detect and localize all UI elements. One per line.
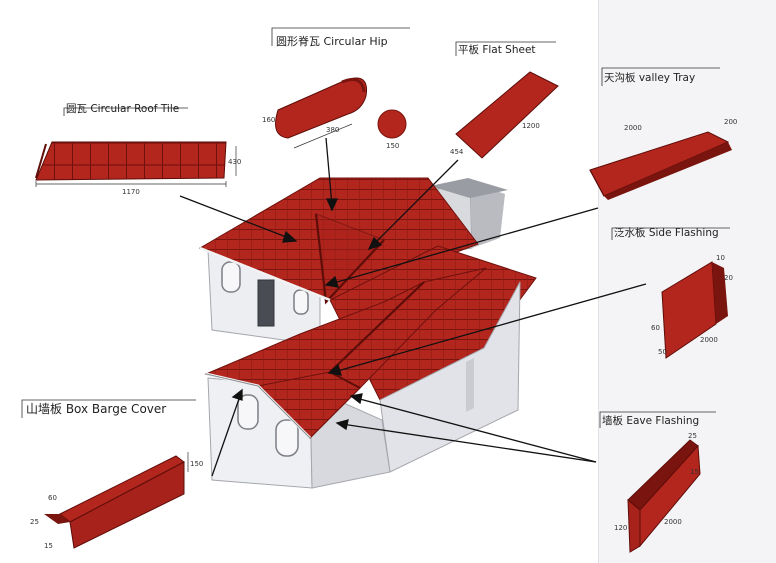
component-valley-tray: 天沟板 valley Tray 2000 200 — [589, 67, 737, 200]
label-box-barge-cover: 山墙板 Box Barge Cover — [26, 402, 166, 416]
dim-tile-width: 1170 — [122, 188, 140, 196]
door — [257, 279, 275, 327]
component-flat-sheet: 平板 Flat Sheet 454 1200 — [450, 41, 559, 159]
hip-ridge — [314, 213, 385, 305]
dim-side-60: 60 — [651, 324, 660, 332]
component-circular-hip: 圆形脊瓦 Circular Hip 160 380 150 — [262, 27, 410, 150]
dim-side-20: 20 — [724, 274, 733, 282]
dim-hip-diameter: 150 — [386, 142, 399, 150]
label-side-flashing: 泛水板 Side Flashing — [614, 226, 719, 239]
window — [237, 394, 259, 430]
hip-tile-shape — [275, 77, 368, 139]
component-eave-flashing: 墙板 Eave Flashing 25 15 120 2000 — [599, 411, 716, 553]
house-illustration — [198, 177, 537, 489]
tile-sheet-shape — [35, 141, 227, 181]
dim-eave-length: 2000 — [664, 518, 682, 526]
label-circular-hip: 圆形脊瓦 Circular Hip — [276, 34, 388, 48]
window — [293, 289, 309, 315]
dim-side-50: 50 — [658, 348, 667, 356]
dim-barge-60: 60 — [48, 494, 57, 502]
flat-sheet-shape — [455, 71, 559, 159]
component-circular-roof-tile: 圆瓦 Circular Roof Tile 1170 430 — [35, 103, 241, 196]
component-side-flashing: 泛水板 Side Flashing 10 20 60 50 2000 — [611, 226, 733, 359]
dim-hip-height: 160 — [262, 116, 275, 124]
dim-hip-length: 380 — [326, 126, 339, 134]
barge-face-shape — [69, 461, 185, 549]
component-box-barge-cover: 山墙板 Box Barge Cover 150 60 25 15 — [21, 399, 203, 550]
label-flat-sheet: 平板 Flat Sheet — [458, 43, 536, 56]
leader-arrows — [179, 137, 647, 477]
dim-barge-150: 150 — [190, 460, 203, 468]
window — [275, 419, 299, 457]
dim-valley-width: 200 — [724, 118, 737, 126]
dim-valley-length: 2000 — [624, 124, 642, 132]
dim-flat-width: 454 — [450, 148, 464, 156]
label-valley-tray: 天沟板 valley Tray — [604, 71, 695, 84]
dim-tile-height: 430 — [228, 158, 241, 166]
valley-tray-shape — [589, 131, 730, 197]
window — [221, 261, 241, 293]
dim-eave-120: 120 — [614, 524, 627, 532]
dim-barge-15: 15 — [44, 542, 53, 550]
dim-eave-25: 25 — [688, 432, 697, 440]
label-circular-roof-tile: 圆瓦 Circular Roof Tile — [66, 103, 179, 115]
dim-side-length: 2000 — [700, 336, 718, 344]
dim-eave-15: 15 — [690, 468, 699, 476]
eave-flashing-shape — [639, 444, 701, 548]
dim-barge-25: 25 — [30, 518, 39, 526]
dim-flat-length: 1200 — [522, 122, 540, 130]
hip-end-cap — [377, 109, 407, 139]
panel-divider — [598, 0, 599, 563]
label-eave-flashing: 墙板 Eave Flashing — [602, 414, 699, 427]
dim-side-10: 10 — [716, 254, 725, 262]
